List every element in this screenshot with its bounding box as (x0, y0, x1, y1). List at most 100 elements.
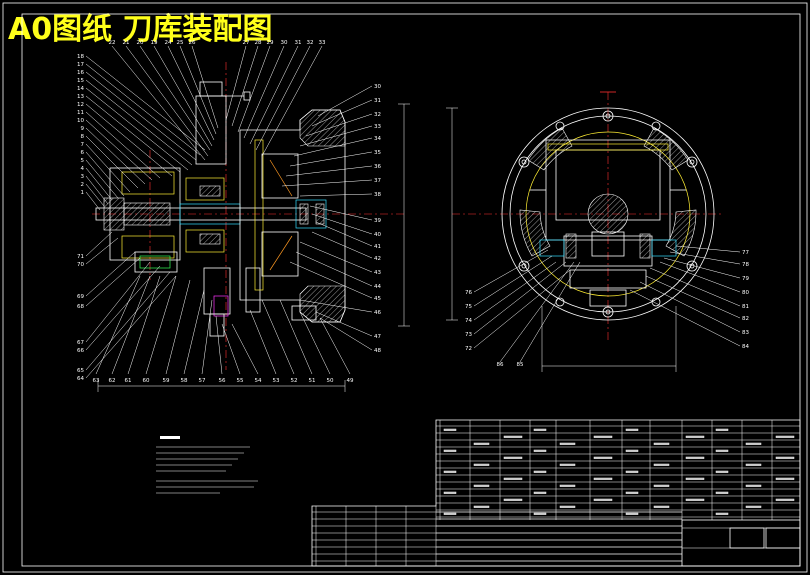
part-number-label: 63 (93, 378, 100, 384)
part-number-label: 22 (109, 40, 116, 46)
part-number-label: 85 (517, 362, 524, 368)
left-section-view: 1817161514131211109876543217170696867666… (77, 40, 410, 392)
part-number-label: 29 (267, 40, 274, 46)
part-number-label: 86 (497, 362, 504, 368)
part-number-label: 80 (742, 290, 749, 296)
left-view-part-labels-top: 22 21 20 19 24 25 26 27 28 29 30 31 32 33 (109, 40, 326, 46)
part-number-label: 32 (374, 112, 381, 118)
part-number-label: 20 (137, 40, 144, 46)
part-number-label: 65 (77, 368, 84, 374)
part-number-label: 70 (77, 262, 84, 268)
part-number-label: 12 (77, 102, 84, 108)
part-number-label: 50 (327, 378, 334, 384)
part-number-label: 67 (77, 340, 84, 346)
part-number-label: 39 (374, 218, 381, 224)
part-number-label: 1 (81, 190, 85, 196)
part-number-label: 36 (374, 164, 381, 170)
part-number-label: 21 (123, 40, 130, 46)
part-number-label: 35 (374, 150, 381, 156)
right-view-part-labels-left: 76 75 74 73 72 (465, 290, 472, 352)
part-number-label: 46 (374, 310, 381, 316)
part-number-label: 54 (255, 378, 262, 384)
part-number-label: 49 (347, 378, 354, 384)
part-number-label: 41 (374, 244, 381, 250)
part-number-label: 60 (143, 378, 150, 384)
part-number-label: 42 (374, 256, 381, 262)
part-number-label: 24 (165, 40, 172, 46)
part-number-label: 72 (465, 346, 472, 352)
part-number-label: 75 (465, 304, 472, 310)
technical-notes (156, 436, 258, 494)
part-number-label: 44 (374, 284, 381, 290)
part-number-label: 71 (77, 254, 84, 260)
part-number-label: 66 (77, 348, 84, 354)
part-number-label: 6 (81, 150, 85, 156)
right-end-view: 77 78 79 80 81 82 83 84 76 75 74 73 72 86 85 (446, 91, 749, 372)
part-number-label: 30 (281, 40, 288, 46)
part-number-label: 30 (374, 84, 381, 90)
part-number-label: 18 (77, 54, 84, 60)
part-number-label: 38 (374, 192, 381, 198)
part-number-label: 4 (81, 166, 85, 172)
part-number-label: 82 (742, 316, 749, 322)
part-number-label: 53 (273, 378, 280, 384)
part-number-label: 15 (77, 78, 84, 84)
part-number-label: 55 (237, 378, 244, 384)
part-number-label: 5 (81, 158, 85, 164)
part-number-label: 34 (374, 136, 381, 142)
part-number-label: 8 (81, 134, 85, 140)
part-number-label: 78 (742, 262, 749, 268)
drawing-title: A0图纸 刀库装配图 (8, 12, 273, 47)
part-number-label: 61 (125, 378, 132, 384)
part-number-label: 40 (374, 232, 381, 238)
part-number-label: 2 (81, 182, 85, 188)
part-number-label: 64 (77, 376, 84, 382)
part-number-label: 62 (109, 378, 116, 384)
part-number-label: 45 (374, 296, 381, 302)
part-number-label: 69 (77, 294, 84, 300)
part-number-label: 28 (255, 40, 262, 46)
parts-list-table (311, 419, 801, 567)
part-number-label: 31 (295, 40, 302, 46)
part-number-label: 73 (465, 332, 472, 338)
part-number-label: 52 (291, 378, 298, 384)
part-number-label: 58 (181, 378, 188, 384)
part-number-label: 11 (77, 110, 84, 116)
part-number-label: 17 (77, 62, 84, 68)
part-number-label: 83 (742, 330, 749, 336)
part-number-label: 51 (309, 378, 316, 384)
right-view-part-labels-bottom: 86 85 (497, 362, 524, 368)
part-number-label: 43 (374, 270, 381, 276)
part-number-label: 19 (151, 40, 158, 46)
part-number-label: 33 (319, 40, 326, 46)
part-number-label: 16 (77, 70, 84, 76)
part-number-label: 31 (374, 98, 381, 104)
part-number-label: 27 (243, 40, 250, 46)
part-number-label: 77 (742, 250, 749, 256)
part-number-label: 9 (81, 126, 85, 132)
part-number-label: 37 (374, 178, 381, 184)
part-number-label: 59 (163, 378, 170, 384)
part-number-label: 26 (189, 40, 196, 46)
right-view-part-labels-right: 77 78 79 80 81 82 83 84 (742, 250, 749, 350)
part-number-label: 25 (177, 40, 184, 46)
left-view-part-labels-bottom: 63 62 61 60 59 58 57 56 55 54 53 52 51 50 49 (93, 378, 354, 384)
part-number-label: 68 (77, 304, 84, 310)
part-number-label: 14 (77, 86, 84, 92)
left-view-part-labels-left: 1817161514131211109876543217170696867666… (77, 54, 85, 382)
part-number-label: 76 (465, 290, 472, 296)
part-number-label: 81 (742, 304, 749, 310)
part-number-label: 57 (199, 378, 206, 384)
part-number-label: 10 (77, 118, 84, 124)
part-number-label: 48 (374, 348, 381, 354)
part-number-label: 79 (742, 276, 749, 282)
part-number-label: 56 (219, 378, 226, 384)
part-number-label: 74 (465, 318, 472, 324)
part-number-label: 32 (307, 40, 314, 46)
part-number-label: 47 (374, 334, 381, 340)
part-number-label: 84 (742, 344, 749, 350)
part-number-label: 7 (81, 142, 85, 148)
